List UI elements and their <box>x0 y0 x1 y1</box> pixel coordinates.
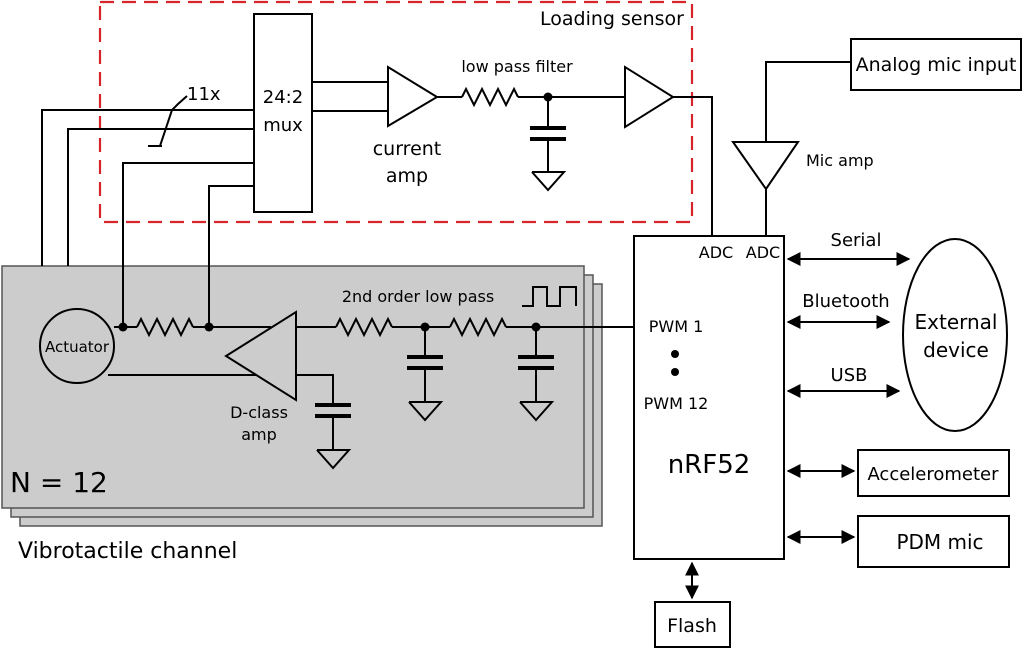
mux-label-line2: mux <box>263 115 303 136</box>
second-order-low-pass-filter <box>296 316 634 422</box>
pwm1-label: PWM 1 <box>649 317 704 336</box>
mux-block <box>253 13 313 213</box>
actuator-circle <box>39 308 115 384</box>
pwm-ellipsis-dot-2 <box>671 368 679 376</box>
actuator-node-2 <box>204 322 214 332</box>
external-device-ellipse <box>902 238 1008 432</box>
sensor-buffer-amp <box>624 65 675 129</box>
pdm-mic-box <box>857 515 1010 568</box>
external-device-label-line2: device <box>923 338 989 362</box>
loading-sensor-region <box>98 0 694 224</box>
channel-count-label: N = 12 <box>10 466 108 499</box>
usb-label: USB <box>831 365 868 386</box>
adc-right-label: ADC <box>746 243 780 262</box>
current-amp-label-line2: amp <box>386 165 428 187</box>
loading-sensor-title: Loading sensor <box>540 8 684 30</box>
pwm-square-wave-icon <box>522 286 577 307</box>
pwm12-label: PWM 12 <box>644 394 709 413</box>
flash-box <box>654 601 731 648</box>
adc-left-label: ADC <box>699 243 733 262</box>
d-class-amp-triangle <box>224 310 297 402</box>
mux-input-bus <box>41 95 254 327</box>
bus-count-label: 11x <box>187 84 221 105</box>
analog-mic-input-label: Analog mic input <box>856 54 1017 76</box>
pdm-mic-label: PDM mic <box>896 530 983 554</box>
filter-node-2 <box>531 322 541 332</box>
mic-amp-triangle <box>731 141 800 191</box>
mux-label-line1: 24:2 <box>263 87 303 108</box>
mux-output-lines <box>312 81 388 112</box>
d-class-amp-label-line1: D-class <box>230 403 288 422</box>
mic-input-wire <box>765 61 851 142</box>
bluetooth-label: Bluetooth <box>802 291 889 312</box>
accelerometer-label: Accelerometer <box>867 464 999 485</box>
mic-amp-label: Mic amp <box>806 151 874 170</box>
analog-mic-input-box <box>850 38 1022 91</box>
filter-node-1 <box>420 322 430 332</box>
actuator-label: Actuator <box>45 338 110 356</box>
external-device-label-line1: External <box>915 310 998 334</box>
pwm-ellipsis-dot-1 <box>671 350 679 358</box>
current-amp-label-line1: current <box>373 138 442 160</box>
vibrotactile-channel-label: Vibrotactile channel <box>18 539 237 564</box>
accelerometer-box <box>857 449 1010 497</box>
second-order-low-pass-label: 2nd order low pass <box>342 287 494 306</box>
d-class-amp-label-line2: amp <box>241 425 277 444</box>
serial-label: Serial <box>831 230 882 251</box>
sensor-to-adc-wire <box>673 96 713 236</box>
nrf52-block <box>633 235 785 560</box>
current-amp-triangle <box>387 65 439 128</box>
flash-label: Flash <box>667 615 717 637</box>
actuator-node-1 <box>118 322 128 332</box>
low-pass-filter-label: low pass filter <box>461 57 573 76</box>
nrf52-label: nRF52 <box>668 450 751 480</box>
sensor-low-pass-filter <box>437 86 625 192</box>
sensor-filter-node <box>543 92 553 102</box>
